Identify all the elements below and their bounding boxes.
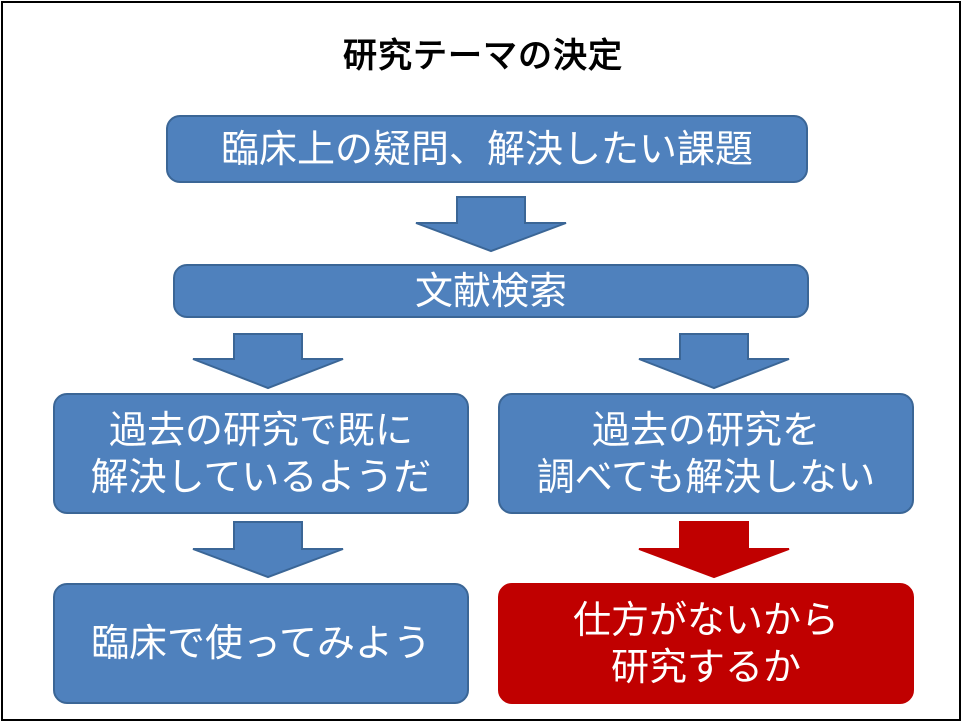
already-solved-line2: 解決しているようだ: [90, 454, 432, 499]
do-research-box: 仕方がないから 研究するか: [498, 583, 914, 704]
not-solved-line2: 調べても解決しない: [536, 454, 876, 499]
use-clinically-box: 臨床で使ってみよう: [53, 583, 469, 704]
do-research-line2: 研究するか: [610, 644, 801, 689]
page-title: 研究テーマの決定: [343, 36, 623, 76]
literature-search-label: 文献検索: [414, 268, 567, 313]
question-label: 臨床上の疑問、解決したい課題: [220, 126, 753, 171]
use-clinically-label: 臨床で使ってみよう: [90, 621, 432, 666]
already-solved-line1: 過去の研究で既に: [108, 408, 413, 453]
do-research-line1: 仕方がないから: [572, 598, 839, 643]
not-solved-box: 過去の研究を 調べても解決しない: [498, 393, 914, 514]
already-solved-box: 過去の研究で既に 解決しているようだ: [53, 393, 469, 514]
question-box: 臨床上の疑問、解決したい課題: [166, 115, 808, 183]
not-solved-line1: 過去の研究を: [591, 408, 820, 453]
literature-search-box: 文献検索: [173, 264, 809, 318]
